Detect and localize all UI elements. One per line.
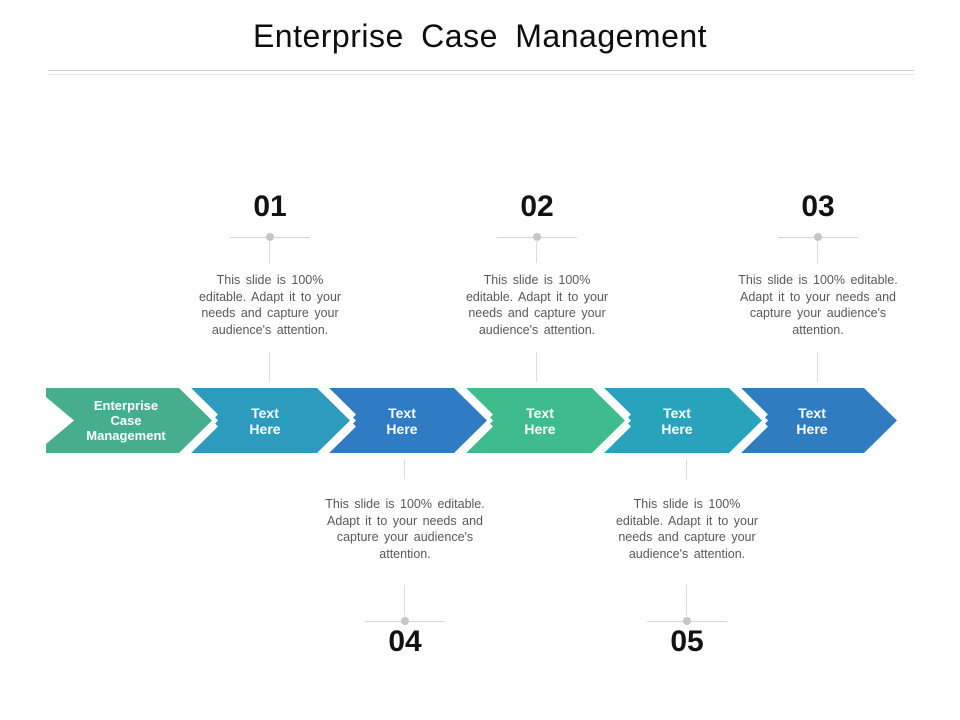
step-description: This slide is 100% editable. Adapt it to… (615, 497, 759, 561)
tick-dot (814, 233, 822, 241)
arrow-label: Enterprise Case Management (86, 398, 166, 443)
arrow-label: Text Here (386, 404, 418, 437)
process-arrows: Enterprise Case Management Text Here Tex… (0, 388, 960, 453)
step-number: 02 (520, 190, 554, 223)
title-divider (48, 70, 914, 75)
connector-line (686, 453, 687, 479)
tick-stem (269, 240, 270, 263)
slide-title: Enterprise Case Management (252, 18, 708, 54)
tick-dot (683, 617, 691, 625)
step-description: This slide is 100% editable. Adapt it to… (738, 273, 898, 337)
tick-stem (817, 240, 818, 263)
tick-stem (536, 240, 537, 263)
step-description: This slide is 100% editable. Adapt it to… (465, 273, 609, 337)
connector-line (269, 352, 270, 389)
arrow-label: Text Here (661, 404, 693, 437)
chevron-shape: Enterprise Case Management (46, 388, 212, 453)
arrow-label: Text Here (249, 404, 281, 437)
step-number: 03 (801, 190, 835, 223)
process-arrow-1: Enterprise Case Management (46, 388, 212, 453)
arrow-label: Text Here (524, 404, 556, 437)
arrow-label: Text Here (796, 404, 828, 437)
connector-line (536, 352, 537, 389)
tick-dot (266, 233, 274, 241)
step-number: 05 (670, 625, 704, 658)
tick-dot (533, 233, 541, 241)
step-number: 01 (253, 190, 287, 223)
chevron-shape: Text Here (180, 388, 350, 453)
connector-line (404, 453, 405, 479)
process-arrow-2: Text Here (180, 388, 350, 453)
tick-dot (401, 617, 409, 625)
step-number: 04 (388, 625, 422, 658)
tick-stem (686, 585, 687, 615)
step-description: This slide is 100% editable. Adapt it to… (325, 497, 485, 561)
connector-line (817, 352, 818, 389)
step-description: This slide is 100% editable. Adapt it to… (198, 273, 342, 337)
tick-stem (404, 585, 405, 615)
